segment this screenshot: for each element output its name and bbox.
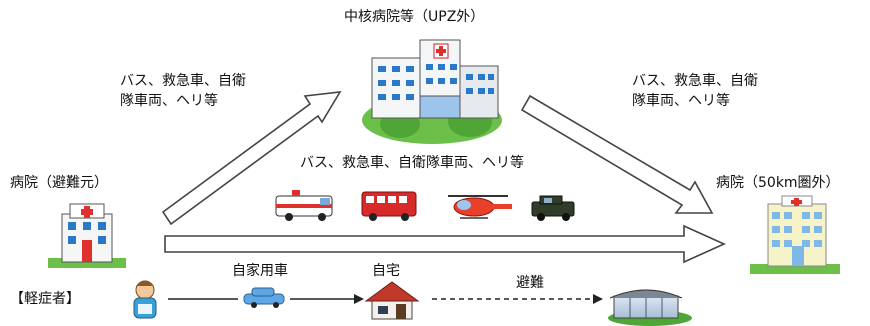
transport-right-line2: 隊車両、ヘリ等 bbox=[632, 93, 730, 109]
helicopter-icon bbox=[448, 195, 512, 219]
person-icon bbox=[133, 280, 157, 319]
arrow-origin-to-destination bbox=[164, 224, 726, 264]
origin-hospital-label: 病院（避難元） bbox=[10, 175, 108, 191]
arrow-home-to-shelter-dashed bbox=[432, 294, 603, 304]
arrow-core-to-destination bbox=[520, 94, 714, 214]
arrow-car-to-home bbox=[290, 294, 364, 304]
transport-left-line1: バス、救急車、自衛 bbox=[120, 73, 246, 89]
arrow-origin-to-core bbox=[161, 91, 342, 226]
bus-icon bbox=[361, 191, 417, 221]
home-label: 自宅 bbox=[372, 263, 400, 279]
origin-hospital-icon bbox=[48, 203, 126, 268]
core-hospital-label: 中核病院等（UPZ外） bbox=[344, 9, 485, 25]
transport-right-line1: バス、救急車、自衛 bbox=[632, 73, 758, 89]
light-patients-label: 【軽症者】 bbox=[10, 291, 80, 307]
ambulance-icon bbox=[275, 190, 333, 221]
transport-left-line2: 隊車両、ヘリ等 bbox=[120, 93, 218, 109]
sdf-vehicle-icon bbox=[531, 195, 575, 221]
evacuation-label: 避難 bbox=[516, 275, 544, 291]
core-hospital-icon bbox=[362, 39, 502, 144]
destination-hospital-label: 病院（50km圏外） bbox=[716, 175, 840, 191]
home-icon bbox=[364, 281, 420, 320]
private-car-label: 自家用車 bbox=[232, 263, 288, 279]
shelter-icon bbox=[608, 289, 692, 326]
private-car-icon bbox=[243, 287, 285, 308]
destination-hospital-icon bbox=[750, 195, 840, 274]
transport-center-label: バス、救急車、自衛隊車両、ヘリ等 bbox=[300, 155, 524, 171]
